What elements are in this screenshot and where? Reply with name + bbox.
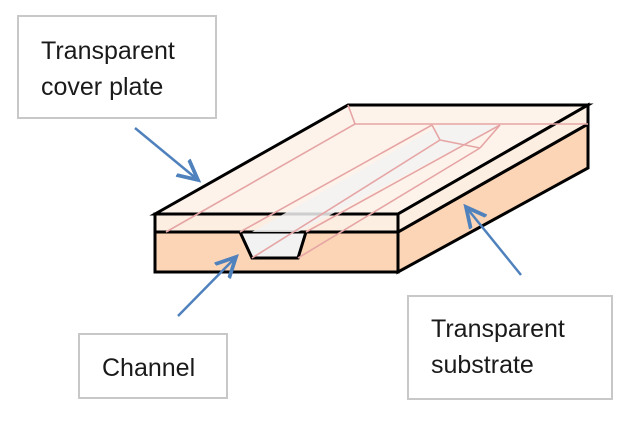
channel-label-box: Channel <box>78 333 228 399</box>
substrate-label-line1: Transparent <box>431 315 565 343</box>
cover-plate-label-line2: cover plate <box>41 73 164 101</box>
substrate-label-box: Transparent substrate <box>407 295 613 400</box>
substrate-arrow <box>466 207 522 276</box>
cover-plate-label-box: Transparent cover plate <box>17 15 217 119</box>
cover-plate-arrow <box>134 127 198 180</box>
channel-guide-lines <box>165 104 588 259</box>
channel-label: Channel <box>102 354 196 382</box>
channel-arrow <box>177 257 236 317</box>
cover-plate-label-line1: Transparent <box>41 37 175 65</box>
substrate-label-line2: substrate <box>431 351 534 379</box>
channel-top-view <box>252 125 500 232</box>
